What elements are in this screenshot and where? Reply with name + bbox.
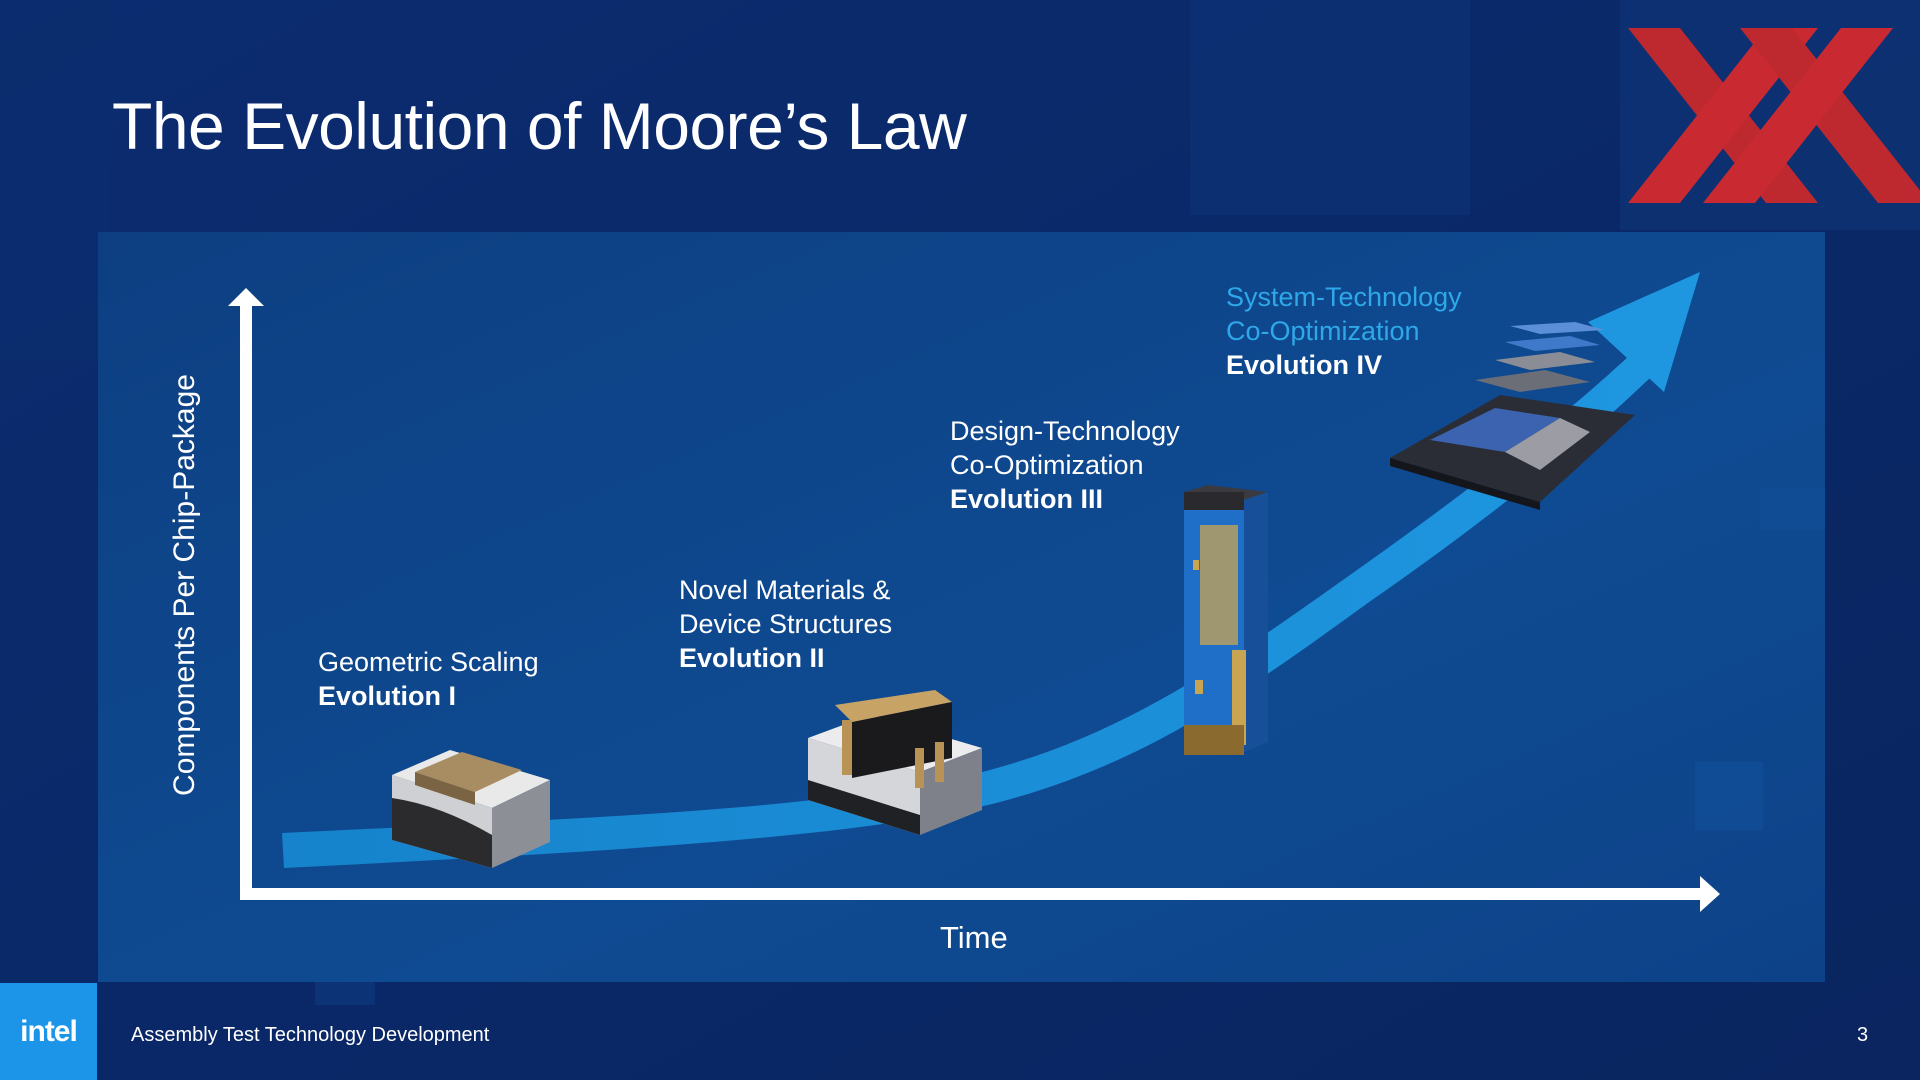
evolution-3-name: Evolution III bbox=[950, 484, 1103, 514]
y-axis bbox=[240, 300, 252, 900]
evolution-2-label: Novel Materials & Device Structures Evol… bbox=[679, 573, 892, 675]
evolution-2-title-line-1: Novel Materials & bbox=[679, 575, 891, 605]
x-axis-label: Time bbox=[940, 920, 1008, 955]
evolution-4-title-line-2: Co-Optimization bbox=[1226, 316, 1420, 346]
evolution-2-name: Evolution II bbox=[679, 643, 825, 673]
intel-logo-text: intel bbox=[20, 1014, 78, 1048]
growth-curve-arrowhead bbox=[1588, 272, 1700, 392]
y-axis-arrowhead bbox=[228, 288, 264, 306]
evolution-4-title-line-1: System-Technology bbox=[1226, 282, 1462, 312]
evolution-2-title-line-2: Device Structures bbox=[679, 609, 893, 639]
planar-transistor-illustration bbox=[392, 750, 550, 868]
evolution-4-name: Evolution IV bbox=[1226, 350, 1383, 380]
stacked-pillar-illustration bbox=[1184, 485, 1268, 755]
footer-text: Assembly Test Technology Development bbox=[131, 1024, 490, 1046]
evolution-4-label: System-Technology Co-Optimization Evolut… bbox=[1226, 280, 1462, 382]
finfet-illustration bbox=[808, 690, 982, 835]
x-axis-arrowhead bbox=[1700, 876, 1720, 912]
y-axis-label: Components Per Chip-Package bbox=[168, 374, 201, 796]
watermark-logo bbox=[1628, 28, 1920, 203]
x-axis bbox=[240, 888, 1705, 900]
intel-logo: intel bbox=[0, 983, 97, 1080]
evolution-1-name: Evolution I bbox=[318, 681, 456, 711]
evolution-1-label: Geometric Scaling Evolution I bbox=[318, 645, 539, 713]
chip-package-illustration bbox=[1390, 322, 1635, 510]
slide-title: The Evolution of Moore’s Law bbox=[112, 89, 967, 163]
evolution-3-label: Design-Technology Co-Optimization Evolut… bbox=[950, 414, 1180, 516]
evolution-3-title-line-1: Design-Technology bbox=[950, 416, 1180, 446]
page-number: 3 bbox=[1857, 1024, 1869, 1046]
evolution-3-title-line-2: Co-Optimization bbox=[950, 450, 1144, 480]
evolution-1-title-line-1: Geometric Scaling bbox=[318, 647, 539, 677]
